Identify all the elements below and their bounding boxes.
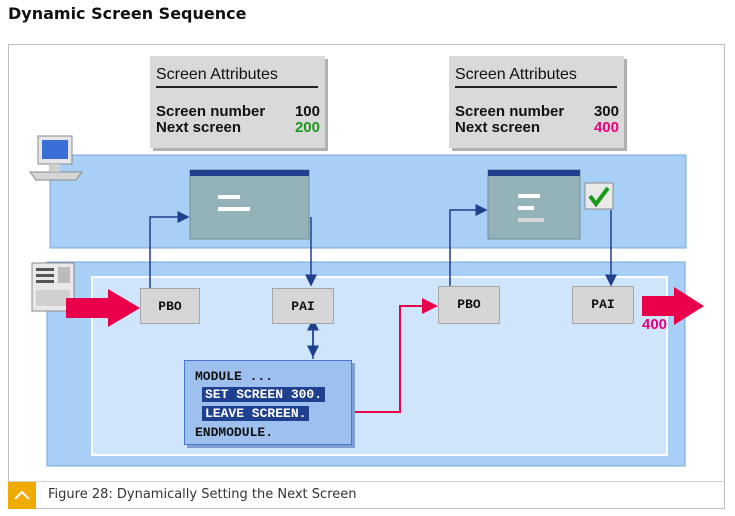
attr-divider bbox=[156, 86, 318, 88]
pc-icon bbox=[29, 135, 83, 181]
pbo-block-1: PBO bbox=[140, 288, 200, 324]
attr-divider bbox=[455, 86, 617, 88]
pbo-block-2: PBO bbox=[438, 286, 500, 324]
screen-number-value: 100 bbox=[294, 103, 320, 120]
next-screen-value: 200 bbox=[294, 119, 320, 136]
screen-attributes-box-1: Screen Attributes Screen number 100 Next… bbox=[150, 56, 325, 148]
entry-arrow bbox=[66, 289, 140, 327]
screen-number-label: Screen number bbox=[156, 103, 266, 120]
screen-number-row: Screen number 300 bbox=[455, 103, 619, 120]
caption-bar: Figure 28: Dynamically Setting the Next … bbox=[8, 481, 725, 509]
arrow-leave-screen-to-pbo2 bbox=[343, 298, 438, 413]
code-line-module: MODULE ... bbox=[195, 369, 274, 384]
code-line-endmodule: ENDMODULE. bbox=[195, 425, 274, 440]
exit-arrow bbox=[642, 287, 704, 325]
page-title: Dynamic Screen Sequence bbox=[8, 4, 247, 23]
next-screen-row: Next screen 400 bbox=[455, 119, 619, 136]
next-screen-label: Next screen bbox=[156, 119, 242, 136]
screen-100-window bbox=[189, 169, 310, 240]
screen-number-row: Screen number 100 bbox=[156, 103, 320, 120]
arrow-pbo2-to-screen300 bbox=[449, 204, 488, 288]
figure-caption: Figure 28: Dynamically Setting the Next … bbox=[48, 487, 357, 502]
pai-block-2: PAI bbox=[572, 286, 634, 324]
screen-attributes-box-2: Screen Attributes Screen number 300 Next… bbox=[449, 56, 624, 148]
collapse-chevron-icon[interactable] bbox=[8, 482, 36, 509]
next-screen-row: Next screen 200 bbox=[156, 119, 320, 136]
checkmark-icon bbox=[584, 182, 614, 210]
next-screen-value: 400 bbox=[593, 119, 619, 136]
attr-title: Screen Attributes bbox=[156, 66, 278, 83]
code-line-set-screen: SET SCREEN 300. bbox=[202, 387, 326, 402]
pai-block-1: PAI bbox=[272, 288, 334, 324]
next-screen-400-label: 400 bbox=[642, 316, 668, 333]
module-code-box: MODULE ... SET SCREEN 300. LEAVE SCREEN.… bbox=[184, 360, 352, 445]
attr-title: Screen Attributes bbox=[455, 66, 577, 83]
next-screen-label: Next screen bbox=[455, 119, 541, 136]
screen-number-value: 300 bbox=[593, 103, 619, 120]
screen-300-window bbox=[487, 169, 581, 240]
arrow-pbo1-to-screen100 bbox=[149, 211, 190, 288]
code-line-leave-screen: LEAVE SCREEN. bbox=[202, 406, 310, 421]
screen-number-label: Screen number bbox=[455, 103, 565, 120]
